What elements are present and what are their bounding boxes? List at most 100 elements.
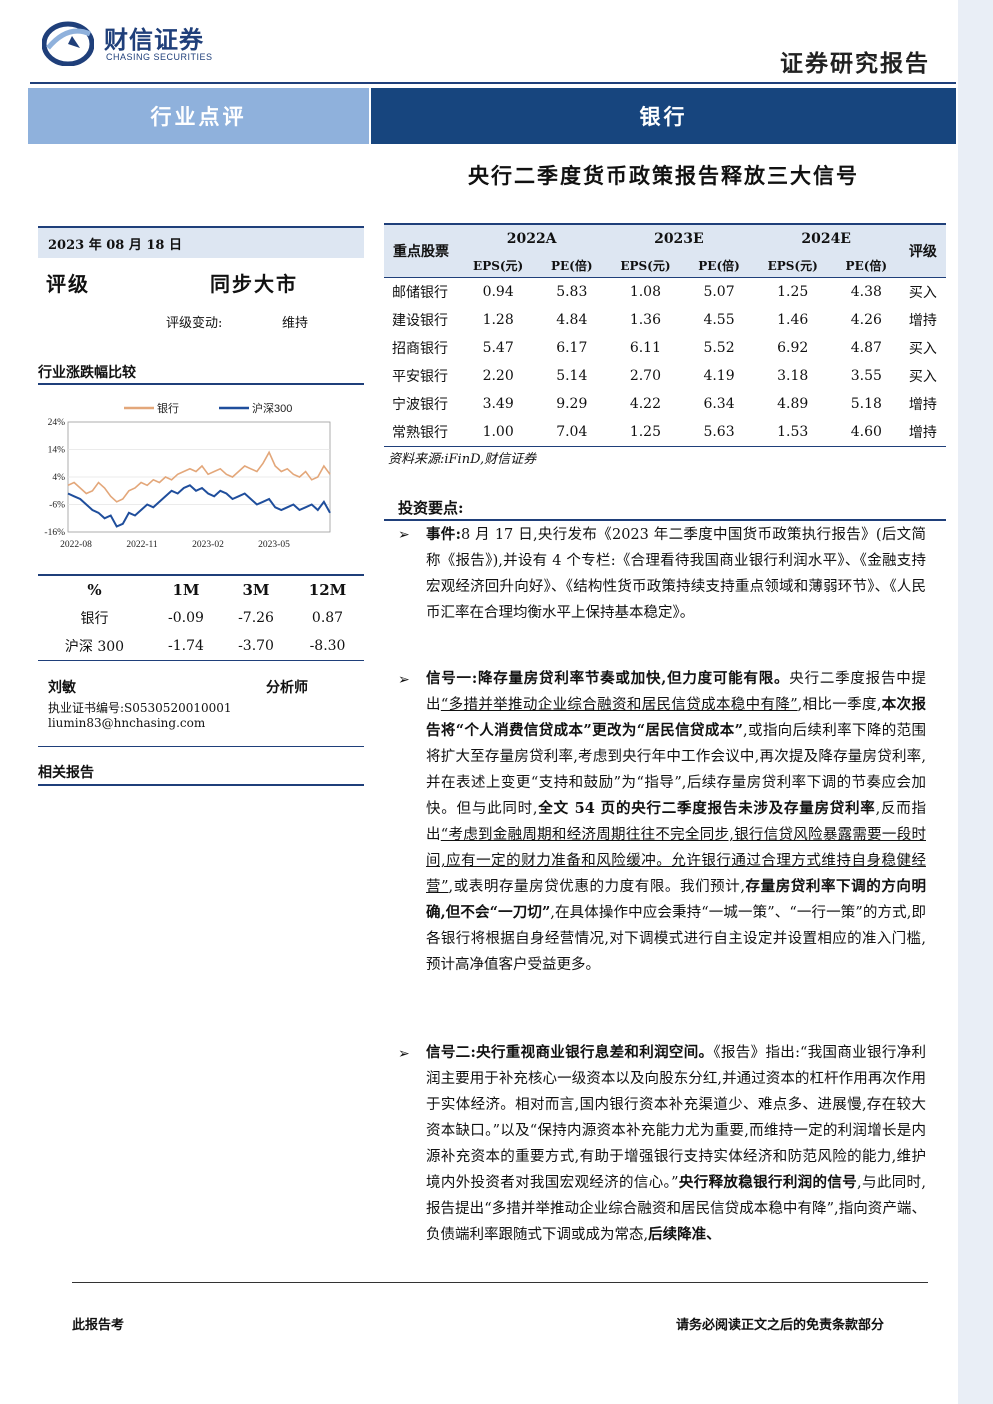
stock-value: 4.55 (703, 312, 735, 328)
paragraph-text: ,相比一季度, (797, 697, 882, 713)
report-title: 央行二季度货币政策报告释放三大信号 (468, 163, 859, 188)
bold-text: 全文 54 页的央行二季度报告未涉及存量房贷利率 (537, 800, 876, 817)
stock-value: 1.28 (482, 312, 514, 328)
stock-value: 6.34 (703, 396, 735, 412)
perf-cell: 沪深 300 (38, 632, 151, 661)
stocks-subheader: PE(倍) (832, 253, 900, 278)
stock-value: 7.04 (556, 424, 588, 440)
perf-cell: 银行 (80, 611, 109, 627)
bullet-arrow-icon: ➢ (398, 527, 410, 543)
stocks-header-year: 2023E (605, 224, 753, 253)
paragraph-lead: 信号二:央行重视商业银行息差和利润空间。 (426, 1044, 714, 1061)
bold-text: 本次报告将“个人消费信贷成本”更改为“居民信贷成本” (426, 696, 927, 739)
perf-row: 沪深 300 -1.74 -3.70 -8.30 (38, 632, 364, 661)
legend-label: 沪深300 (252, 401, 292, 415)
analyst-email[interactable]: liumin83@hnchasing.com (48, 716, 206, 730)
stock-value: 1.53 (777, 424, 809, 440)
stocks-header-year: 2024E (752, 224, 900, 253)
stock-value: 2.20 (482, 368, 514, 384)
x-tick-label: 2022-11 (126, 540, 158, 550)
stock-rating: 增持 (908, 425, 937, 441)
stock-name: 平安银行 (392, 369, 448, 385)
stock-value: 4.19 (703, 368, 735, 384)
paragraph-text: 8 月 17 日,央行发布《2023 年二季度中国货币政策执行报告》(后文简称《… (426, 527, 926, 621)
paragraph-text: ,与此同时,报告提出“多措并举推动企业综合融资和居民信贷成本稳中有降”,指向资产… (426, 1175, 926, 1243)
stock-value: 5.18 (850, 396, 882, 412)
header-divider (30, 82, 956, 84)
x-tick-label: 2022-08 (60, 540, 92, 550)
stock-value: 3.18 (777, 368, 809, 384)
analyst-cert: 执业证书编号:S0530520010001 (48, 701, 232, 715)
stock-value: 1.46 (777, 312, 809, 328)
y-tick-label: -16% (44, 528, 65, 538)
stock-value: 5.47 (482, 340, 514, 356)
stock-rating: 买入 (908, 341, 937, 357)
stock-value: 5.07 (703, 284, 735, 300)
paragraph-text: ,或表明存量房贷优惠的力度有限。我们预计, (448, 879, 745, 895)
paragraph-lead: 信号一:降存量房贷利率节奏或加快,但力度可能有限。 (426, 670, 790, 687)
stock-value: 3.55 (850, 368, 882, 384)
stocks-header-name: 重点股票 (384, 224, 458, 278)
category-band: 行业点评 (28, 88, 369, 144)
paragraph-text: 央行二季度报告中提出 (426, 671, 927, 713)
stock-value: 5.52 (703, 340, 735, 356)
underlined-quote: “多措并举推动企业综合融资和居民信贷成本稳中有降” (440, 697, 798, 713)
industry-band: 银行 (371, 88, 956, 144)
paragraph-text: ,反而指出 (426, 801, 927, 843)
investment-divider (384, 519, 946, 521)
stock-name: 常熟银行 (392, 425, 448, 441)
rating-value: 同步大市 (210, 272, 298, 296)
paragraph-text: ,或指向后续利率下降的范围将扩大至存量房贷利率,考虑到央行年中工作会议中,再次提… (426, 723, 926, 817)
compare-title: 行业涨跌幅比较 (38, 365, 136, 381)
stock-value: 3.49 (482, 396, 514, 412)
right-margin-strip (958, 0, 993, 1404)
stocks-subheader: EPS(元) (605, 253, 686, 278)
x-tick-label: 2023-02 (192, 540, 224, 550)
stock-name: 宁波银行 (392, 397, 448, 413)
stock-value: 1.25 (777, 284, 809, 300)
y-tick-label: 14% (48, 446, 66, 456)
bullet-arrow-icon: ➢ (398, 1046, 410, 1062)
paragraph-text: ,在具体操作中应会秉持“一城一策”、“一行一策”的方式,即各银行将根据自身经营情… (426, 905, 926, 973)
bullet-arrow-icon: ➢ (398, 672, 410, 688)
stock-rating: 增持 (908, 313, 937, 329)
stock-value: 5.83 (556, 284, 588, 300)
stock-value: 5.63 (703, 424, 735, 440)
perf-row: 银行 -0.09 -7.26 0.87 (38, 604, 364, 632)
stocks-subheader: EPS(元) (752, 253, 833, 278)
stock-value: 0.94 (482, 284, 514, 300)
compare-divider (38, 383, 364, 385)
stock-value: 5.14 (556, 368, 588, 384)
stocks-header-rating: 评级 (899, 224, 946, 278)
logo-text-cn: 财信证券 (104, 26, 204, 54)
related-divider (38, 784, 364, 786)
stock-value: 6.11 (629, 340, 661, 356)
stock-value: 4.26 (850, 312, 882, 328)
rating-label: 评级 (46, 272, 90, 296)
paragraph-event: 事件:8 月 17 日,央行发布《2023 年二季度中国货币政策执行报告》(后文… (426, 522, 926, 626)
analyst-divider (38, 746, 364, 747)
stocks-subheader: PE(倍) (538, 253, 606, 278)
stock-value: 4.22 (629, 396, 661, 412)
paragraph-lead: 事件: (426, 526, 461, 543)
stock-value: 6.17 (556, 340, 588, 356)
stock-value: 9.29 (556, 396, 588, 412)
legend-label: 银行 (157, 401, 179, 415)
stock-value: 4.38 (850, 284, 882, 300)
paragraph-signal-one: 信号一:降存量房贷利率节奏或加快,但力度可能有限。央行二季度报告中提出“多措并举… (426, 666, 926, 978)
stock-value: 1.08 (629, 284, 661, 300)
footer-divider (72, 1282, 928, 1283)
stock-value: 4.89 (777, 396, 809, 412)
bold-text: 存量房贷利率下调的方向明确,但不会“一刀切” (426, 878, 926, 921)
paragraph-signal-two: 信号二:央行重视商业银行息差和利润空间。《报告》指出:“我国商业银行净利润主要用… (426, 1040, 926, 1248)
stock-value: 1.00 (482, 424, 514, 440)
key-stocks-table: 重点股票 2022A 2023E 2024E 评级 EPS(元) PE(倍) E… (384, 223, 946, 447)
rating-change-value: 维持 (282, 316, 309, 331)
